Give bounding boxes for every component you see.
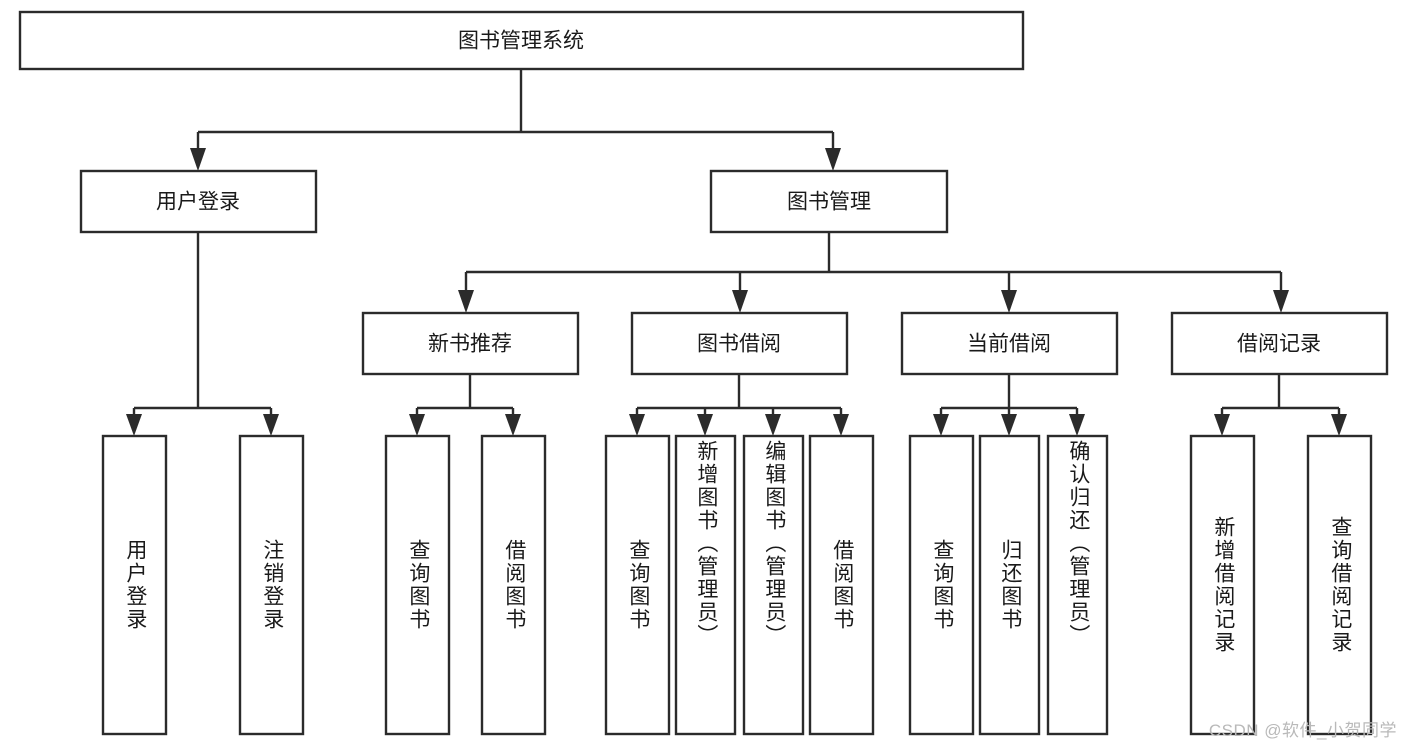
watermark-text: CSDN @软件_小贺同学 [1208, 721, 1397, 740]
connector-book-management-to-level3 [458, 232, 1289, 313]
node-root-label: 图书管理系统 [458, 30, 584, 53]
leaf-box-recommend-query-book[interactable] [384, 434, 451, 736]
leaf-box-current-confirm-return-admin[interactable] [1046, 434, 1109, 736]
node-book-management[interactable]: 图书管理 [709, 169, 949, 234]
leaf-box-current-return-book[interactable] [978, 434, 1041, 736]
node-new-book-recommend-box[interactable] [361, 311, 580, 376]
node-current-borrow-label: 当前借阅 [967, 333, 1051, 356]
leaf-box-recommend-borrow-book[interactable] [480, 434, 547, 736]
leaf-box-user-login[interactable] [101, 434, 168, 736]
node-root[interactable]: 图书管理系统 [18, 10, 1025, 71]
connector-current-borrow-to-leaves [933, 374, 1085, 436]
node-user-login-box[interactable] [79, 169, 318, 234]
node-borrow-record[interactable]: 借阅记录 [1170, 311, 1389, 376]
node-book-management-label: 图书管理 [787, 191, 871, 214]
node-new-book-recommend-label: 新书推荐 [428, 333, 512, 356]
connector-borrow-record-to-leaves [1214, 374, 1347, 436]
leaf-box-current-query-book[interactable] [908, 434, 975, 736]
leaf-box-record-query-record[interactable] [1306, 434, 1373, 736]
node-book-borrow[interactable]: 图书借阅 [630, 311, 849, 376]
node-user-login[interactable]: 用户登录 [79, 169, 318, 234]
connector-user-login-to-leaves [126, 232, 279, 436]
connector-root-to-level2 [190, 69, 841, 171]
leaf-box-borrow-query-book[interactable] [604, 434, 671, 736]
connector-book-borrow-to-leaves [629, 374, 849, 436]
node-root-box[interactable] [18, 10, 1025, 71]
node-current-borrow-box[interactable] [900, 311, 1119, 376]
node-borrow-record-label: 借阅记录 [1237, 333, 1321, 356]
leaf-box-record-add-record[interactable] [1189, 434, 1256, 736]
leaf-box-borrow-borrow-book[interactable] [808, 434, 875, 736]
leaf-box-borrow-edit-book-admin[interactable] [742, 434, 805, 736]
node-user-login-label: 用户登录 [156, 191, 240, 214]
node-new-book-recommend[interactable]: 新书推荐 [361, 311, 580, 376]
node-current-borrow[interactable]: 当前借阅 [900, 311, 1119, 376]
leaf-box-user-logout[interactable] [238, 434, 305, 736]
leaf-box-borrow-add-book-admin[interactable] [674, 434, 737, 736]
connector-new-book-recommend-to-leaves [409, 374, 521, 436]
node-book-borrow-label: 图书借阅 [697, 333, 781, 356]
